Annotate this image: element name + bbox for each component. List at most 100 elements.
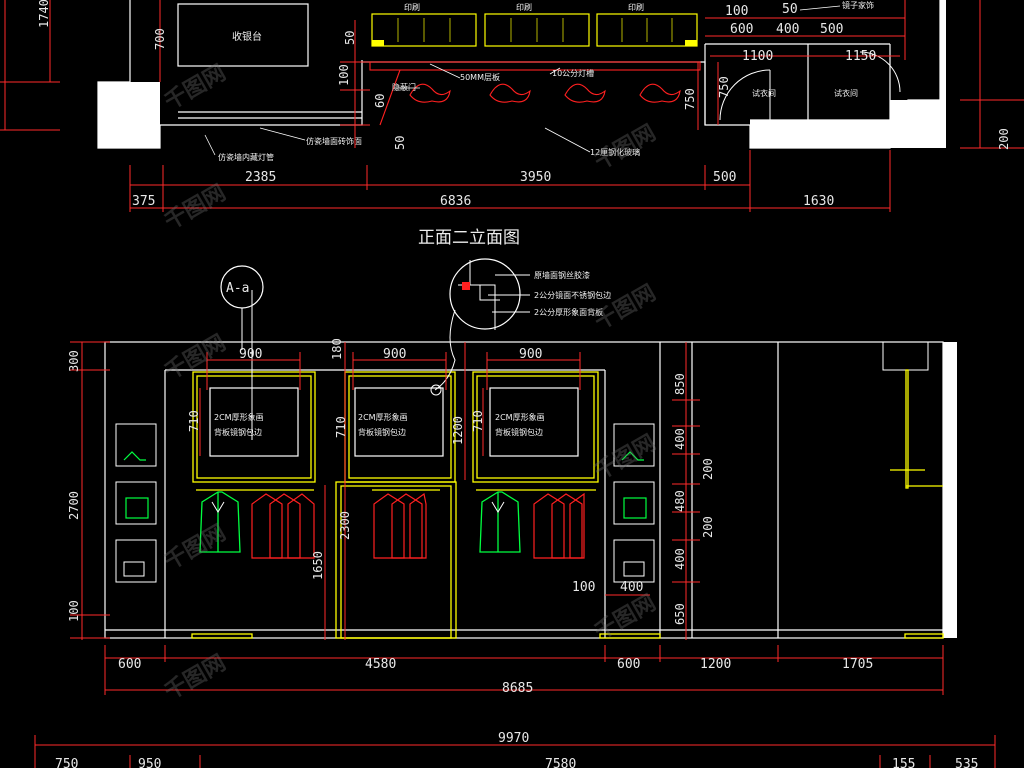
panel-note-a-line1: 2CM厚形象画 [214, 412, 264, 422]
bottom-dim-1200: 1200 [700, 657, 731, 672]
elev-dim-2300: 2300 [338, 511, 352, 540]
plan-dim-375: 375 [132, 194, 155, 209]
plan-dim-200: 200 [997, 128, 1011, 150]
suit-garments [199, 491, 521, 553]
plan-dim-50b: 50 [393, 136, 407, 150]
elev-dim-850: 850 [673, 373, 687, 395]
elev-dim-200a: 200 [701, 458, 715, 480]
plan-dim-1150: 1150 [845, 49, 876, 64]
cashier-label: 收银台 [232, 30, 262, 43]
wall-column-left [98, 82, 160, 148]
detail-note-2: 2公分镜面不锈钢包边 [534, 290, 611, 300]
panel-note-b-line2: 背板镜钢包边 [358, 427, 406, 437]
plan-dim-50: 50 [782, 2, 798, 17]
last-dim-950: 950 [138, 757, 161, 768]
elev-dim-650: 650 [673, 603, 687, 625]
plan-dim-50a: 50 [343, 31, 357, 45]
elev-dim-400b: 400 [673, 548, 687, 570]
plan-dim-100a: 100 [337, 64, 351, 86]
total-dim-8685: 8685 [502, 681, 533, 696]
plan-dim-750b: 750 [717, 76, 731, 98]
elevation-dimension-lines [34, 341, 996, 768]
elev-dim-400a: 400 [673, 428, 687, 450]
last-dim-155: 155 [892, 757, 915, 768]
elev-dim-180: 180 [330, 338, 344, 360]
plan-dim-1100: 1100 [742, 49, 773, 64]
display-niches [115, 423, 655, 583]
panel-note-b-line1: 2CM厚形象画 [358, 412, 408, 422]
plan-dim-400: 400 [776, 22, 799, 37]
note-tempered-glass: 12厘钢化玻璃 [590, 147, 640, 157]
plan-dim-1630: 1630 [803, 194, 834, 209]
fitting-room-doors [719, 51, 901, 121]
note-shelf-board: 50MM层板 [460, 72, 500, 82]
watermark-3: 千图网 [161, 181, 231, 236]
detail-callout: 原墙面钢丝胶漆 2公分镜面不锈钢包边 2公分厚形象面背板 [430, 258, 611, 396]
plan-dim-500: 500 [713, 170, 736, 185]
watermark-9: 千图网 [161, 651, 231, 706]
bottom-dim-4580: 4580 [365, 657, 396, 672]
front-elevation: 2CM厚形象画 背板镜钢包边 2CM厚形象画 背板镜钢包边 2CM厚形象画 背板… [34, 258, 996, 768]
note-mirror: 镜子家饰 [842, 0, 874, 10]
shirt-garments [251, 492, 585, 559]
panel-height-2: 710 [334, 416, 348, 438]
last-dim-7580: 7580 [545, 757, 576, 768]
plan-dim-700: 700 [153, 28, 167, 50]
plan-dim-100: 100 [725, 4, 748, 19]
watermark-2: 千图网 [591, 121, 661, 176]
shelf-label-1: 印刷 [404, 3, 420, 12]
plan-dim-60: 60 [373, 94, 387, 108]
section-marker: A-a [220, 265, 264, 440]
plan-dim-6836: 6836 [440, 194, 471, 209]
bottom-dim-600b: 600 [617, 657, 640, 672]
cashier-counter [177, 3, 309, 67]
watermark-4: 千图网 [591, 281, 661, 336]
last-dim-750: 750 [55, 757, 78, 768]
plan-dim-1740: 1740 [37, 0, 51, 28]
panel-width-3: 900 [519, 347, 542, 362]
right-wall-column [943, 342, 957, 638]
panel-width-1: 900 [239, 347, 262, 362]
note-wall-tile: 仿瓷墙面砖饰面 [306, 136, 362, 146]
panel-note-c-line1: 2CM厚形象画 [495, 412, 545, 422]
plan-dim-600: 600 [730, 22, 753, 37]
plan-dimension-lines [0, 0, 1024, 212]
panel-height-4: 710 [471, 410, 485, 432]
shelf-label-3: 印刷 [628, 3, 644, 12]
bottom-dim-600a: 600 [118, 657, 141, 672]
elev-dim-2700: 2700 [67, 491, 81, 520]
elev-dim-1650: 1650 [311, 551, 325, 580]
display-panel-frames [191, 369, 944, 639]
elev-dim-100: 100 [67, 600, 81, 622]
elev-dim-400c: 400 [620, 580, 643, 595]
note-light-trough: 10公分灯槽 [552, 68, 594, 78]
plan-garments [369, 61, 701, 126]
top-display-shelves [371, 13, 698, 47]
fitting-room-label-1: 试衣间 [752, 88, 776, 98]
panel-width-2: 900 [383, 347, 406, 362]
elev-dim-100b: 100 [572, 580, 595, 595]
note-hidden-door: 隐蔽门 [392, 82, 416, 92]
overall-dim-9970: 9970 [498, 731, 529, 746]
watermark-5: 千图网 [161, 331, 231, 386]
shelf-label-2: 印刷 [516, 3, 532, 12]
elevation-title: 正面二立面图 [418, 228, 520, 248]
panel-note-a-line2: 背板镜钢包边 [214, 427, 262, 437]
plan-dim-2385: 2385 [245, 170, 276, 185]
watermark-6: 千图网 [591, 431, 661, 486]
floor-plan: 收银台 印刷 印刷 印刷 [0, 0, 1024, 212]
wall-column-right [750, 120, 890, 148]
detail-note-3: 2公分厚形象面背板 [534, 307, 603, 317]
section-tag: A-a [226, 281, 249, 296]
watermark-1: 千图网 [161, 61, 231, 116]
plan-dim-500b: 500 [820, 22, 843, 37]
note-hidden-light: 仿瓷墙内藏灯管 [218, 152, 274, 162]
elev-dim-300: 300 [67, 350, 81, 372]
panel-height-1: 710 [187, 410, 201, 432]
last-dim-535: 535 [955, 757, 978, 768]
detail-note-1: 原墙面钢丝胶漆 [534, 270, 590, 280]
watermark-7: 千图网 [161, 521, 231, 576]
watermark-8: 千图网 [591, 591, 661, 646]
plan-dim-750: 750 [683, 88, 697, 110]
